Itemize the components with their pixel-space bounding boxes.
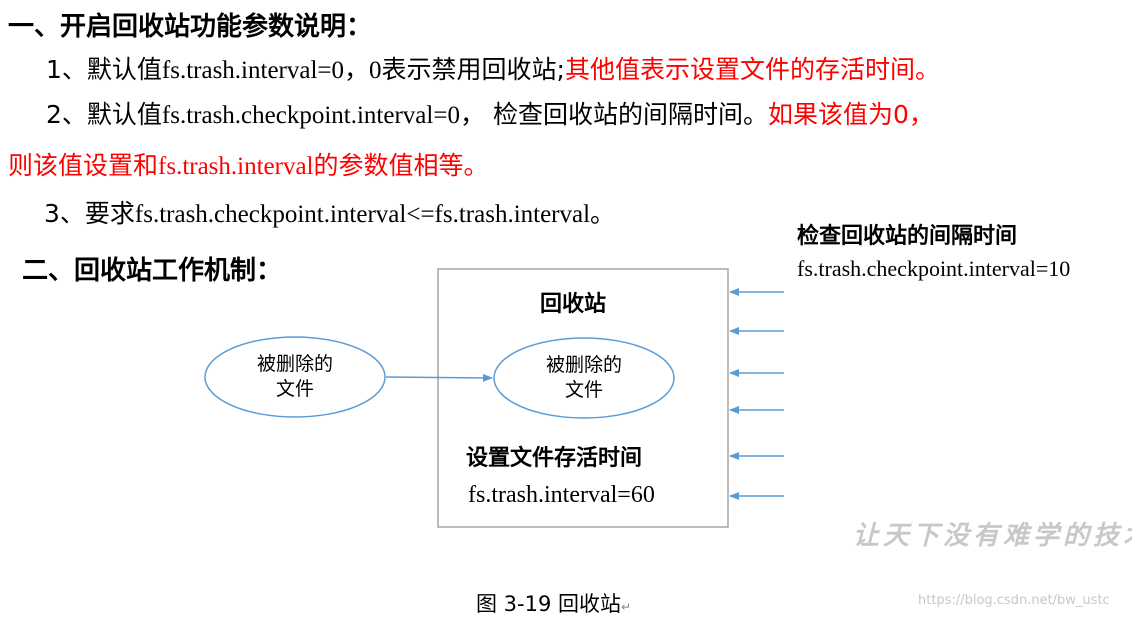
deleted-file-inside-ellipse <box>493 337 675 419</box>
item1-prefix: 1、默认值 <box>46 55 162 84</box>
item2-red2b: fs.trash.interval <box>158 153 314 180</box>
lifetime-label: 设置文件存活时间 <box>466 446 643 471</box>
section2-title: 二、回收站工作机制： <box>22 256 283 286</box>
item2-param: fs.trash.checkpoint.interval=0， <box>161 102 485 129</box>
move-to-trash-arrow <box>385 373 493 382</box>
item3-line: 3、要求fs.trash.checkpoint.interval<=fs.tra… <box>44 194 615 230</box>
item1-param: fs.trash.interval=0，0 <box>161 57 382 84</box>
item2-line2: 则该值设置和fs.trash.interval的参数值相等。 <box>8 146 489 182</box>
item2-desc: 检查回收站的间隔时间。 <box>492 100 768 129</box>
url-watermark: https://blog.csdn.net/bw_ustc <box>918 593 1110 608</box>
deleted-file-outside-line2: 文件 <box>275 378 314 400</box>
figure-caption: 图 3-19 回收站↵ <box>476 588 631 618</box>
item2-red2c: 的参数值相等。 <box>313 151 489 180</box>
check-interval-param: fs.trash.checkpoint.interval=10 <box>797 256 1071 281</box>
item1-red: 其他值表示设置文件的存活时间。 <box>564 55 940 84</box>
item1-line: 1、默认值fs.trash.interval=0，0表示禁用回收站;其他值表示设… <box>46 50 940 86</box>
deleted-file-inside-label: 被删除的 文件 <box>494 353 674 403</box>
section1-title: 一、开启回收站功能参数说明： <box>8 12 373 42</box>
item3-param: fs.trash.checkpoint.interval<=fs.trash.i… <box>134 201 591 228</box>
check-interval-label: 检查回收站的间隔时间 <box>797 224 1018 249</box>
item3-suffix: 。 <box>590 199 616 228</box>
check-arrows-group <box>729 288 784 500</box>
recycle-bin-title: 回收站 <box>540 292 607 317</box>
item2-red2a: 则该值设置和 <box>8 151 159 180</box>
item3-prefix: 3、要求 <box>44 199 135 228</box>
item2-red1: 如果该值为0， <box>767 100 934 129</box>
lifetime-param: fs.trash.interval=60 <box>468 482 655 508</box>
deleted-file-inside-line2: 文件 <box>564 379 603 401</box>
deleted-file-outside-ellipse <box>204 336 386 418</box>
item2-prefix: 2、默认值 <box>46 100 162 129</box>
slogan-watermark: 让天下没有难学的技术 <box>853 521 1132 550</box>
caption-return-mark: ↵ <box>621 600 632 614</box>
item1-desc: 表示禁用回收站; <box>381 55 565 84</box>
deleted-file-outside-line1: 被删除的 <box>256 353 333 375</box>
deleted-file-outside-label: 被删除的 文件 <box>205 352 385 402</box>
item2-line: 2、默认值fs.trash.checkpoint.interval=0， 检查回收… <box>46 95 934 131</box>
caption-text: 图 3-19 回收站 <box>476 592 622 616</box>
deleted-file-inside-line1: 被删除的 <box>545 354 622 376</box>
